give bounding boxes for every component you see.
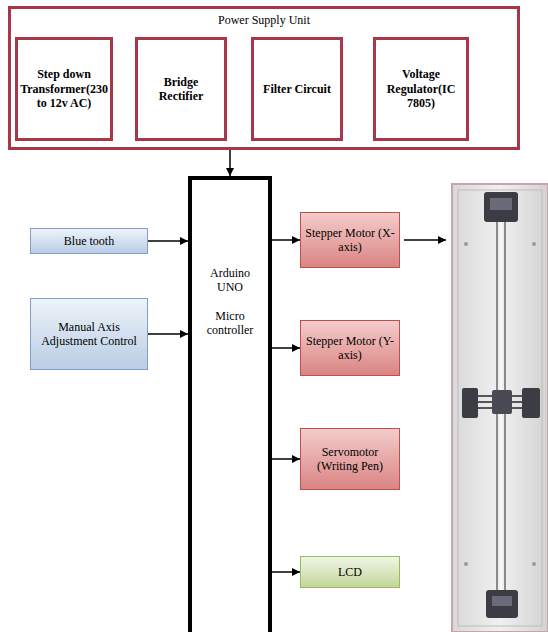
box-label: Blue tooth: [64, 234, 114, 248]
box-label: Step down Transformer(230 to 12v AC): [20, 67, 108, 110]
panel-edge: [458, 190, 542, 626]
motor-box: Stepper Motor (Y-axis): [300, 320, 400, 376]
box-label: Micro controller: [196, 309, 264, 338]
bottom-carriage-detail: [492, 596, 512, 606]
box-label: Bridge Rectifier: [142, 75, 220, 104]
output-arrow: [404, 239, 446, 241]
box-label: LCD: [338, 565, 362, 579]
box-label: Stepper Motor (Y-axis): [305, 334, 395, 363]
power-supply-group: Power Supply UnitStep down Transformer(2…: [8, 6, 520, 150]
arrow-connector: [272, 571, 300, 573]
microcontroller-box: Arduino UNO Micro controller: [188, 176, 272, 632]
hole: [464, 242, 468, 246]
regulator-box: Voltage Regulator(IC 7805): [373, 37, 469, 141]
top-carriage-detail: [490, 198, 512, 210]
input-box: Manual Axis Adjustment Control: [30, 298, 148, 370]
panel: [452, 184, 548, 632]
arrow-connector: [148, 240, 188, 242]
plotter-frame: [452, 184, 548, 632]
box-label: Manual Axis Adjustment Control: [35, 320, 143, 349]
top-carriage: [484, 192, 518, 222]
hole: [532, 562, 536, 566]
box-label: Filter Circuit: [263, 82, 331, 96]
motor-box: Stepper Motor (X-axis): [300, 212, 400, 268]
hole: [464, 562, 468, 566]
box-label: Arduino UNO: [196, 266, 264, 295]
display-box: LCD: [300, 556, 400, 588]
bottom-carriage: [486, 590, 518, 618]
arrow-connector: [229, 150, 231, 176]
hole: [532, 242, 536, 246]
group-title: Power Supply Unit: [11, 13, 517, 27]
motor-box: Servomotor (Writing Pen): [300, 428, 400, 490]
box-label: Voltage Regulator(IC 7805): [380, 67, 462, 110]
transformer-box: Step down Transformer(230 to 12v AC): [15, 37, 113, 141]
filter-box: Filter Circuit: [251, 37, 343, 141]
pen-carriage: [492, 390, 512, 414]
arrow-connector: [272, 347, 300, 349]
right-clamp: [522, 388, 540, 418]
box-label: Servomotor (Writing Pen): [305, 445, 395, 474]
left-clamp: [462, 388, 478, 418]
input-box: Blue tooth: [30, 228, 148, 254]
rectifier-box: Bridge Rectifier: [135, 37, 227, 141]
arrow-connector: [272, 239, 300, 241]
arrow-connector: [272, 458, 300, 460]
arrow-connector: [148, 333, 188, 335]
box-label: Stepper Motor (X-axis): [305, 226, 395, 255]
